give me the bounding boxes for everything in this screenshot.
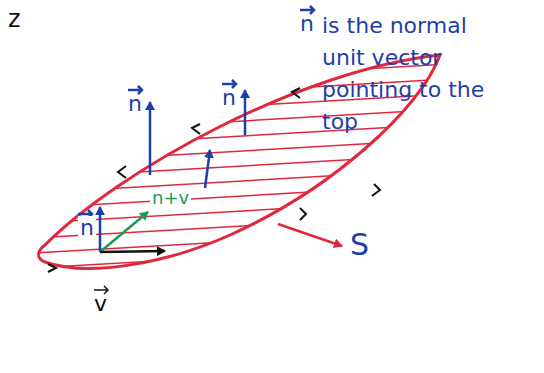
- note-text: is the normal unit vector pointing to th…: [322, 10, 492, 138]
- vector-label: n+v: [150, 188, 191, 208]
- vector-label: n: [128, 92, 142, 116]
- axis-label: z: [8, 6, 21, 32]
- vector-label: n: [222, 86, 236, 110]
- surface-label: S: [350, 228, 369, 261]
- vector-label: v: [94, 292, 107, 316]
- vector-label: n: [78, 216, 96, 240]
- vector-label: n: [300, 12, 314, 36]
